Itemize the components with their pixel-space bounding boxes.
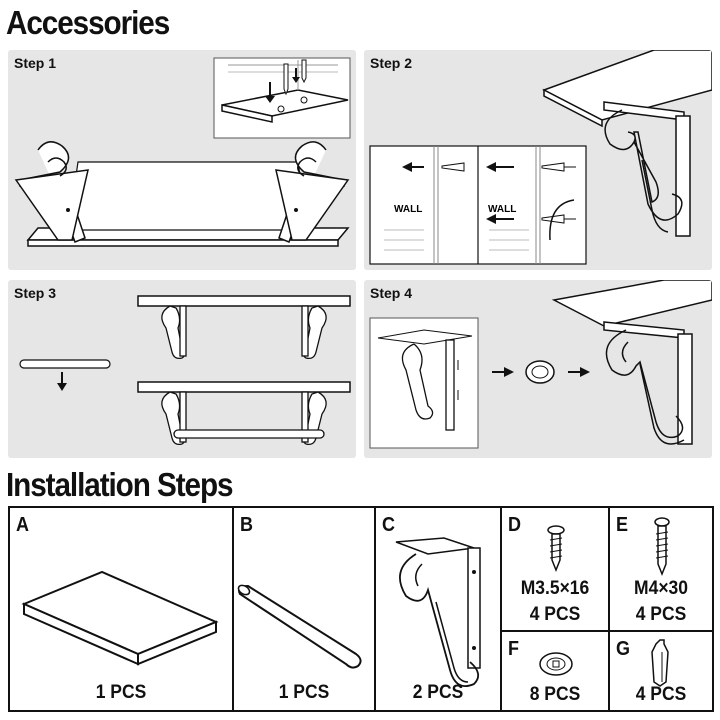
part-f-qty: 8 PCS — [529, 684, 581, 705]
part-b-qty: 1 PCS — [278, 682, 330, 703]
screw-e-icon — [654, 517, 670, 577]
part-c-cell: C 2 PCS — [376, 508, 502, 710]
part-g-qty: 4 PCS — [635, 684, 687, 705]
step1-label: Step 1 — [14, 55, 57, 71]
part-a-cell: A 1 PCS — [10, 508, 234, 710]
part-d-letter: D — [508, 514, 522, 536]
screw-d-icon — [547, 525, 565, 573]
step2-label: Step 2 — [370, 55, 413, 71]
part-e-spec: M4×30 — [634, 578, 688, 599]
part-e-cell: E M4×30 4 PCS — [610, 508, 712, 632]
wall-anchor-icon — [651, 639, 669, 687]
step1-panel: Step 1 — [8, 50, 356, 270]
wall-label-1: WALL — [394, 204, 422, 215]
wall-label-2: WALL — [488, 204, 516, 215]
step4-panel: Step 4 — [364, 280, 712, 458]
step1-illustration — [14, 57, 351, 247]
step2-illustration: WALL WALL — [369, 50, 712, 265]
step4-label: Step 4 — [370, 285, 413, 301]
part-d-qty: 4 PCS — [529, 604, 581, 625]
part-d-cell: D M3.5×16 4 PCS — [502, 508, 610, 632]
accessories-heading: Accessories — [6, 4, 170, 41]
parts-table: A 1 PCS B 1 PCS C 2 PCS D — [8, 506, 714, 712]
part-e-letter: E — [616, 514, 629, 536]
part-b-letter: B — [240, 514, 254, 536]
part-a-letter: A — [16, 514, 30, 536]
bracket-icon — [395, 537, 481, 688]
step3-illustration — [19, 295, 351, 446]
part-b-cell: B 1 PCS — [234, 508, 376, 710]
part-c-qty: 2 PCS — [412, 682, 464, 703]
step3-label: Step 3 — [14, 285, 57, 301]
part-g-letter: G — [616, 638, 631, 660]
step2-panel: WALL WALL Step 2 — [364, 50, 712, 270]
part-f-cell: F 8 PCS — [502, 632, 610, 710]
rod-icon — [237, 584, 362, 669]
part-a-qty: 1 PCS — [95, 682, 147, 703]
shelf-board-icon — [21, 570, 219, 666]
step4-illustration — [369, 280, 712, 449]
part-c-letter: C — [382, 514, 396, 536]
part-g-cell: G 4 PCS — [610, 632, 712, 710]
screw-cap-icon — [539, 652, 573, 676]
installation-heading: Installation Steps — [6, 466, 234, 503]
part-d-spec: M3.5×16 — [520, 578, 590, 599]
step3-panel: Step 3 — [8, 280, 356, 458]
part-f-letter: F — [508, 638, 519, 660]
part-e-qty: 4 PCS — [635, 604, 687, 625]
